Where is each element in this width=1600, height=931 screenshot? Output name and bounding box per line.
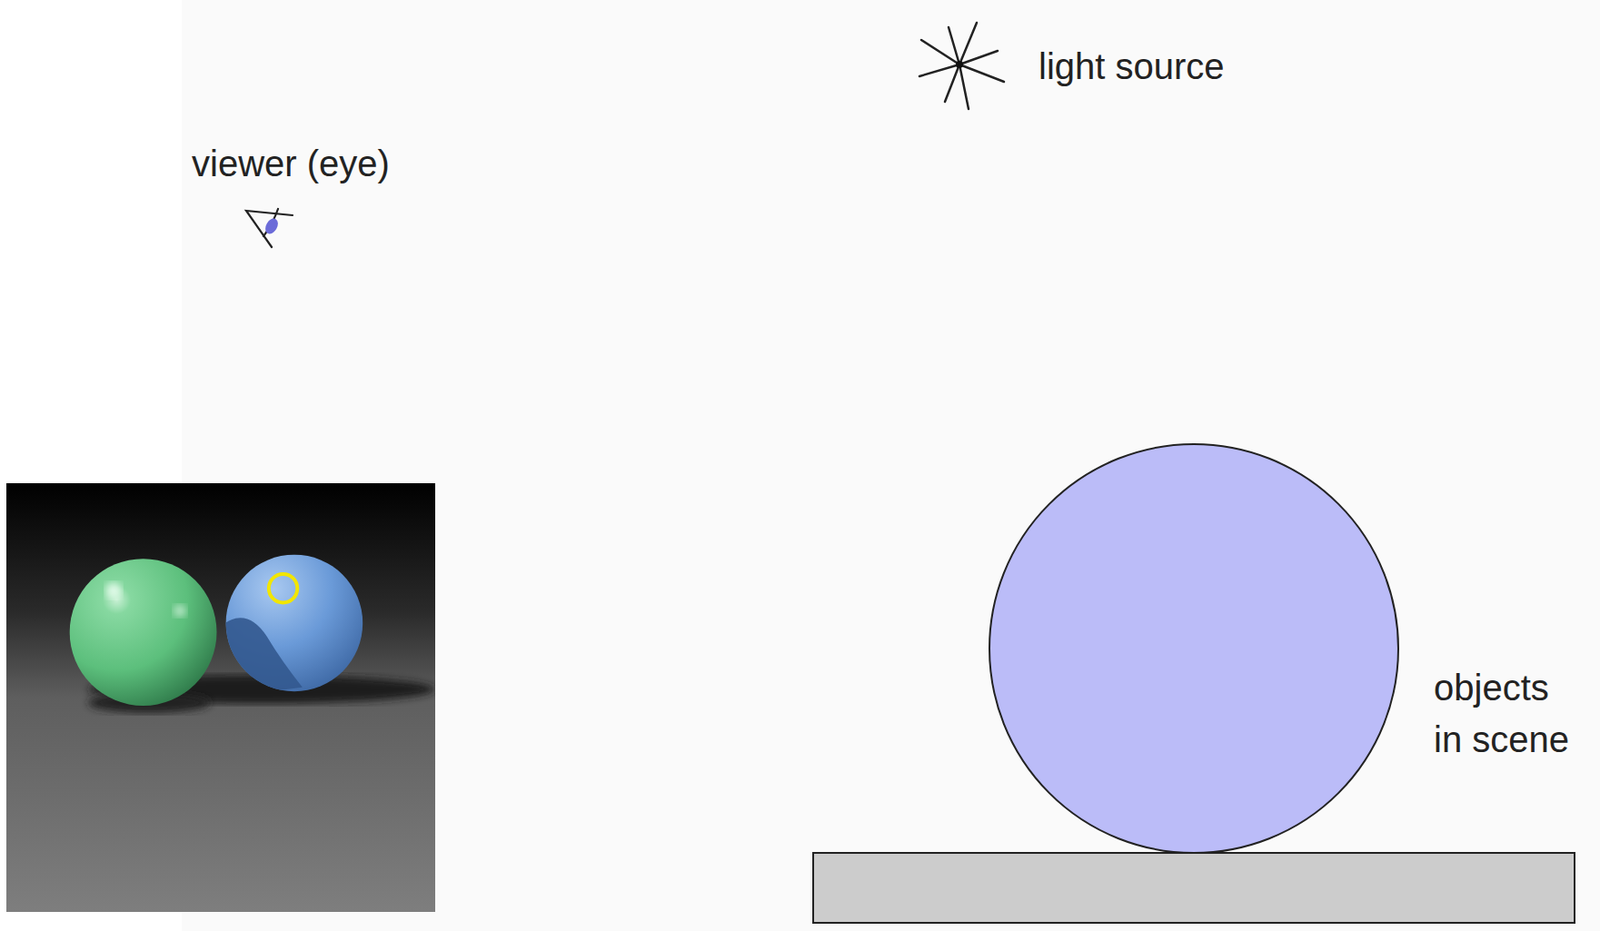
sphere-object [989, 444, 1399, 854]
objects-label: objects in scene [1433, 662, 1584, 766]
cast-shadow [220, 617, 303, 698]
green-sphere [69, 558, 218, 706]
rendered-image [6, 483, 436, 913]
light-source-symbol [919, 22, 1004, 110]
viewer-label: viewer (eye) [191, 138, 390, 190]
floor-slab [813, 853, 1575, 924]
highlight-marker [268, 574, 298, 603]
render-floor [6, 483, 436, 913]
eye-symbol [246, 208, 293, 248]
light-source-label: light source [1038, 40, 1225, 93]
